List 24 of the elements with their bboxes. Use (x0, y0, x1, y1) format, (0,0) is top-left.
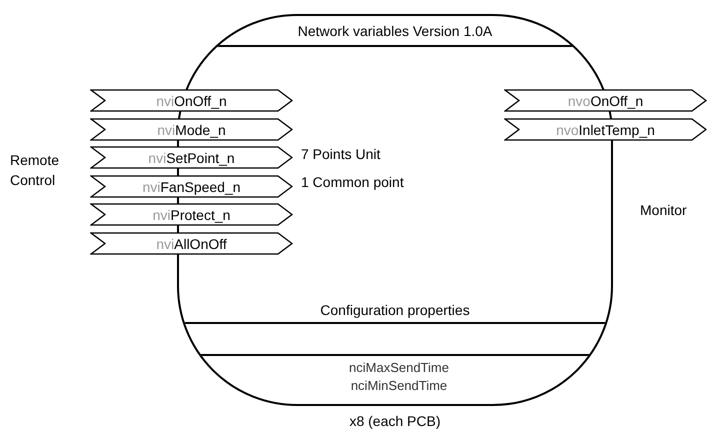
property-list: nciMaxSendTime nciMinSendTime (319, 359, 479, 395)
unit-text: 1 Common point (301, 173, 404, 192)
section-heading: Configuration properties (319, 301, 471, 320)
side-label: Monitor (640, 201, 687, 220)
section-heading: Network variables Version 1.0A (296, 22, 494, 41)
network-variable-tag (504, 89, 707, 112)
variable-name: nvoOnOff_n (568, 94, 644, 108)
variable-name: nviOnOff_n (156, 94, 227, 108)
variable-name: nviSetPoint_n (148, 150, 235, 164)
network-variable-tag (504, 118, 707, 141)
network-variable-tag (90, 118, 293, 141)
network-variable-tag (90, 203, 293, 226)
unit-text: 7 Points Unit (301, 145, 380, 164)
variable-name: nviMode_n (157, 122, 226, 136)
network-variable-tag (90, 146, 293, 169)
variable-name: nviAllOnOff (156, 236, 227, 250)
network-variable-tag (90, 89, 293, 112)
network-variable-tag (90, 175, 293, 198)
side-label: Remote Control (10, 151, 60, 190)
variable-name: nviFanSpeed_n (142, 180, 241, 194)
variable-name: nvoInletTemp_n (556, 122, 655, 136)
network-variable-tag (90, 232, 293, 255)
variable-name: nviProtect_n (152, 208, 230, 222)
unit-caption: x8 (each PCB) (348, 412, 442, 431)
